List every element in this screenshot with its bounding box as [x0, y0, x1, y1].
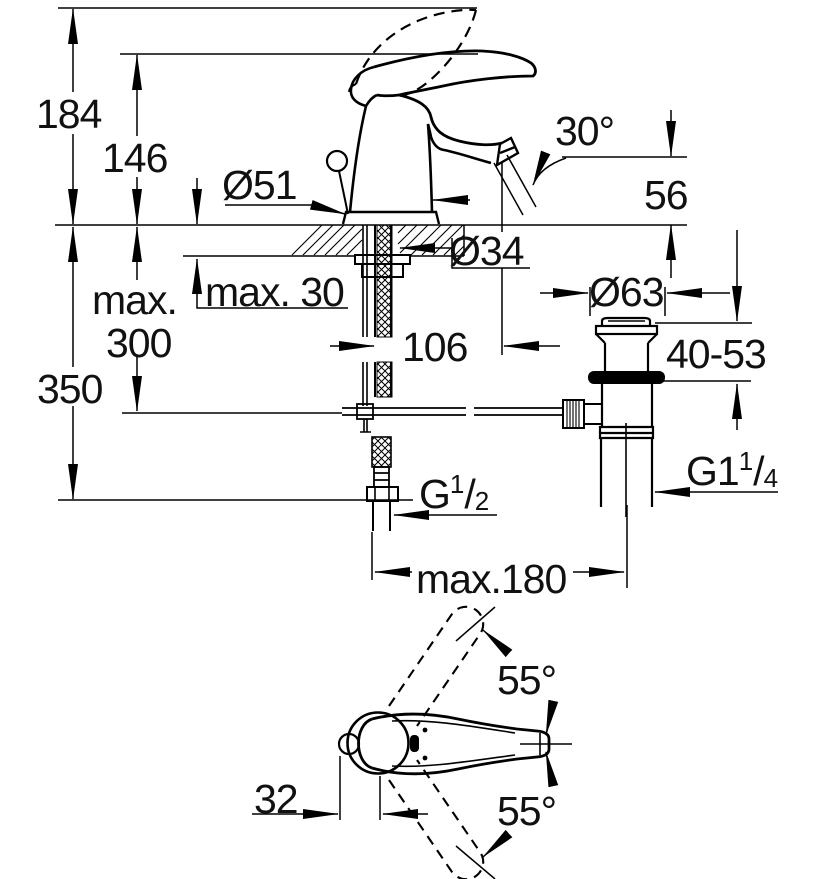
dim-total-depth: 350 — [37, 366, 103, 412]
spray-angle-lines — [493, 154, 537, 216]
dim-hose-max-value: 300 — [106, 320, 172, 366]
dim-shank-diameter: Ø34 — [449, 228, 524, 274]
dim-rod-offset: 32 — [254, 776, 299, 822]
dim-height-lever: 146 — [102, 135, 168, 181]
dim-spout-projection: 106 — [402, 324, 468, 370]
dim-base-diameter: Ø51 — [222, 162, 297, 208]
dim-height-total: 184 — [36, 91, 102, 137]
base-escutcheon — [341, 210, 441, 225]
dim-swing-upper: 55° — [497, 657, 557, 703]
dim-spout-angle: 30° — [555, 108, 615, 154]
hose-nut — [366, 486, 399, 502]
lever-raised-position-dashed — [347, 8, 478, 99]
thread-numerator: 1 — [738, 446, 754, 476]
dim-outlet-height: 56 — [644, 172, 689, 218]
lever-swivel-dashed — [388, 605, 485, 879]
rod-connector — [356, 403, 374, 420]
reference-lines — [55, 7, 752, 501]
thread-base: G1 — [686, 448, 740, 494]
body-top-view — [346, 711, 410, 775]
dimension-lines — [68, 8, 778, 879]
mounting-shank-assembly — [342, 224, 564, 531]
dim-hose-max-word: max. — [92, 277, 178, 323]
thread-slash: / — [753, 448, 764, 494]
dim-supply-thread: G1/2 — [419, 471, 489, 515]
thread-numerator: 1 — [449, 469, 465, 499]
thread-base: G — [419, 471, 451, 517]
dim-swing-lower: 55° — [497, 788, 557, 834]
faucet-side-view — [325, 8, 537, 225]
thread-denominator: 2 — [474, 486, 490, 516]
lever-handle-side — [373, 49, 537, 98]
thread-denominator: 4 — [763, 463, 779, 493]
dim-center-distance: max.180 — [416, 556, 567, 602]
thread-slash: / — [464, 471, 475, 517]
waste-o-ring — [588, 371, 665, 384]
aerator — [495, 136, 520, 168]
pop-up-waste — [562, 316, 665, 517]
dim-waste-flange: Ø63 — [589, 269, 664, 315]
pull-rod-knob — [325, 149, 349, 173]
dim-deck-thickness: max. 30 — [205, 269, 345, 315]
faucet-top-view — [337, 605, 551, 879]
deck-section-hatch — [291, 224, 465, 256]
lever-marking — [410, 735, 419, 752]
dim-waste-range: 40-53 — [666, 331, 767, 377]
flex-hose-braid — [371, 436, 392, 468]
dim-waste-thread: G11/4 — [686, 448, 778, 492]
lever-top-view — [371, 712, 551, 776]
